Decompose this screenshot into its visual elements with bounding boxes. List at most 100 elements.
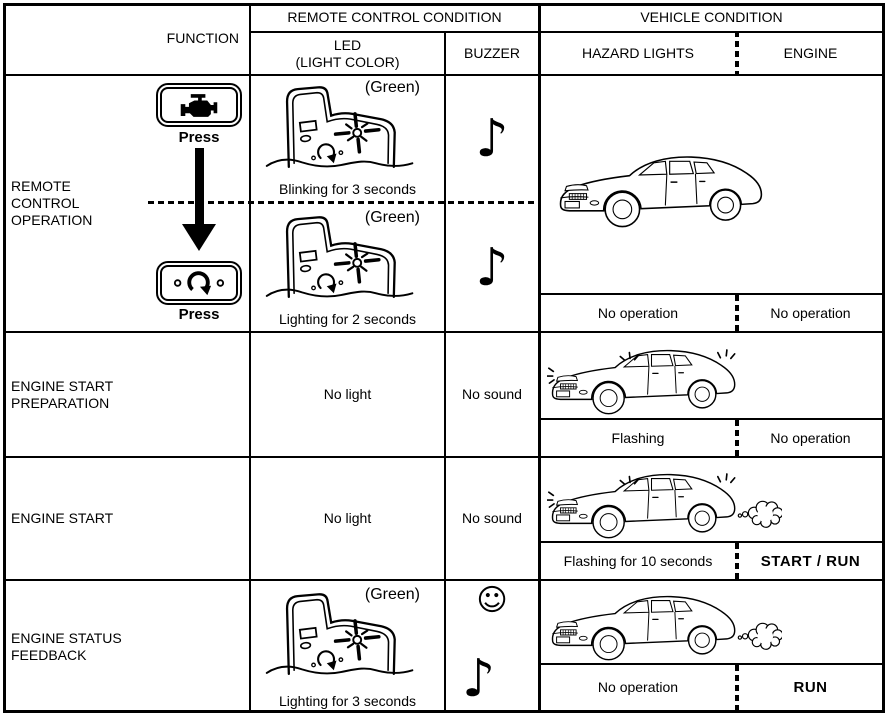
down-arrow-icon (182, 148, 216, 251)
led-caption: Lighting for 2 seconds (279, 311, 416, 327)
status-text: No operation (597, 679, 679, 695)
col-header-led: LED (LIGHT COLOR) (251, 33, 444, 74)
engine-status-remote-operation: No operation (739, 295, 882, 331)
led-color-label: (Green) (364, 586, 420, 603)
grid-line (539, 541, 882, 543)
grid-line (249, 31, 882, 33)
eighth-note-icon: ♪ (475, 108, 509, 169)
grid-line (3, 456, 882, 458)
dashed-column-divider (735, 665, 739, 710)
buzzer-state-text: No sound (462, 510, 522, 526)
dashed-row-divider (148, 201, 539, 204)
engine-status-preparation: No operation (739, 420, 882, 456)
remote-start-button-face (160, 265, 238, 301)
hazard-status-preparation: Flashing (541, 420, 735, 456)
row-label-text: REMOTE CONTROL OPERATION (11, 178, 93, 228)
engine-button-face (160, 87, 238, 123)
car-flashing-exhaust-illustration (547, 472, 782, 538)
car-exhaust-illustration (551, 595, 782, 661)
led-cell-no-light: No light (251, 458, 444, 579)
grid-line (539, 663, 882, 665)
dashed-column-divider (735, 31, 739, 74)
led-caption: Blinking for 3 seconds (279, 181, 416, 197)
status-text: Flashing (611, 429, 665, 446)
dashed-column-divider (735, 420, 739, 456)
row-label-text: ENGINE START PREPARATION (11, 377, 113, 411)
buzzer-cell-no-sound: No sound (446, 458, 538, 579)
engine-status-feedback: RUN (739, 665, 882, 710)
grid-line (539, 418, 882, 420)
remote-start-icon (173, 271, 225, 296)
eighth-note-icon: ♪ (462, 649, 496, 709)
group-header-remote-label: REMOTE CONTROL CONDITION (287, 8, 502, 25)
group-header-vehicle-label: VEHICLE CONDITION (640, 8, 783, 25)
car-illustration (559, 155, 763, 227)
grid-line (3, 74, 882, 76)
col-header-engine: ENGINE (739, 33, 882, 74)
col-header-function: FUNCTION (3, 3, 249, 74)
smiley-face-icon: ☺ (476, 583, 508, 618)
status-text: START / RUN (760, 552, 861, 570)
row-label-remote-control-operation: REMOTE CONTROL OPERATION (3, 76, 249, 331)
grid-line (444, 31, 446, 710)
vehicle-cell-parked-car (541, 76, 882, 293)
eighth-note-icon: ♪ (475, 237, 509, 298)
hazard-status-engine-start: Flashing for 10 seconds (541, 543, 735, 579)
grid-line (3, 579, 882, 581)
status-text: No operation (770, 304, 851, 321)
col-header-buzzer-label: BUZZER (464, 45, 520, 61)
led-color-label: (Green) (364, 79, 420, 96)
hazard-status-feedback: No operation (541, 665, 735, 710)
group-header-remote-control-condition: REMOTE CONTROL CONDITION (251, 3, 538, 31)
dashed-column-divider (735, 543, 739, 579)
grid-line (538, 3, 541, 710)
buzzer-cell-feedback: ☺ ♪ (446, 581, 538, 713)
led-state-text: No light (323, 386, 372, 402)
led-cell-step1: (Green) Blinking for 3 seconds (251, 76, 444, 201)
led-cell-step2: (Green) Lighting for 2 seconds (251, 204, 444, 331)
status-text: RUN (793, 679, 828, 696)
col-header-function-label: FUNCTION (166, 30, 239, 46)
group-header-vehicle-condition: VEHICLE CONDITION (541, 3, 882, 31)
press-label-remote-start-button: Press (178, 306, 220, 323)
table-outer-border (3, 3, 885, 713)
dashed-column-divider (735, 295, 739, 331)
hazard-status-remote-operation: No operation (541, 295, 735, 331)
row-label-engine-status-feedback: ENGINE STATUS FEEDBACK (3, 581, 249, 713)
down-arrow-shaft (194, 148, 204, 224)
down-arrow-head (182, 224, 216, 251)
grid-line (539, 293, 882, 295)
buzzer-cell-no-sound: No sound (446, 333, 538, 456)
led-state-text: No light (323, 510, 372, 526)
row-label-text: ENGINE STATUS FEEDBACK (11, 630, 122, 663)
status-text: No operation (770, 429, 851, 446)
buzzer-state-text: No sound (462, 386, 522, 402)
press-label-engine-button: Press (178, 129, 220, 146)
col-header-hazard-label: HAZARD LIGHTS (581, 45, 694, 61)
grid-line (249, 3, 251, 710)
status-text: No operation (597, 304, 679, 321)
buzzer-cell-step1: ♪ (446, 76, 538, 201)
col-header-led-line2: (LIGHT COLOR) (295, 53, 400, 70)
status-text: Flashing for 10 seconds (563, 552, 713, 569)
grid-line (3, 331, 882, 333)
col-header-led-line1: LED (333, 36, 362, 53)
buzzer-cell-step2: ♪ (446, 204, 538, 331)
car-flashing-illustration (547, 348, 736, 414)
engine-icon (180, 93, 218, 117)
vehicle-cell-running-car (541, 581, 882, 663)
vehicle-cell-flashing-running-car (541, 458, 882, 541)
row-label-text: ENGINE START (11, 510, 114, 526)
col-header-engine-label: ENGINE (783, 45, 838, 61)
led-caption: Lighting for 3 seconds (279, 693, 416, 709)
remote-start-button-illustration (156, 261, 242, 305)
row-label-engine-start-preparation: ENGINE START PREPARATION (3, 333, 249, 456)
led-cell-feedback: (Green) Lighting for 3 seconds (251, 581, 444, 713)
vehicle-cell-flashing-car (541, 333, 882, 418)
led-color-label: (Green) (364, 209, 420, 226)
col-header-buzzer: BUZZER (446, 33, 538, 74)
col-header-hazard-lights: HAZARD LIGHTS (541, 33, 735, 74)
engine-button-illustration (156, 83, 242, 127)
row-label-engine-start: ENGINE START (3, 458, 249, 579)
